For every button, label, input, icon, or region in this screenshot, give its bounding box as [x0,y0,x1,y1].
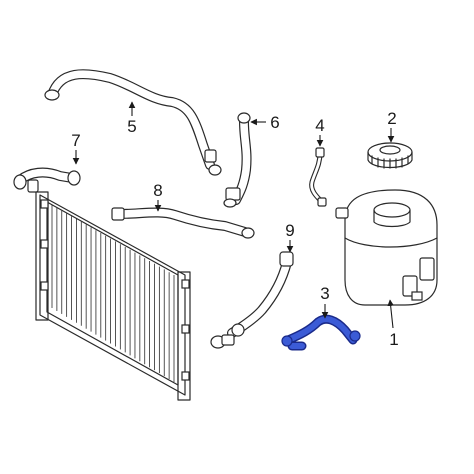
svg-text:1: 1 [389,330,398,349]
expansion-tank[interactable] [335,189,438,306]
callout-9: 9 [285,221,295,253]
hose-5[interactable] [44,69,222,176]
hose-7[interactable] [13,167,81,193]
callout-2: 2 [387,109,397,143]
radiator-fins [51,205,175,382]
svg-text:4: 4 [315,116,324,135]
radiator[interactable] [35,191,191,401]
hose-9[interactable] [210,251,294,349]
callout-8: 8 [153,181,163,212]
reservoir-cap[interactable] [367,142,413,169]
callout-5: 5 [127,101,137,136]
callout-3: 3 [320,284,330,319]
hose-3-highlighted[interactable] [281,314,361,351]
callout-4: 4 [315,116,325,147]
hose-8[interactable] [111,207,255,239]
svg-text:7: 7 [71,131,80,150]
svg-text:3: 3 [320,284,329,303]
hose-6[interactable] [223,112,252,208]
svg-text:5: 5 [127,117,136,136]
callout-1: 1 [387,299,399,349]
svg-text:8: 8 [153,181,162,200]
callout-7: 7 [71,131,81,165]
svg-text:6: 6 [270,113,279,132]
svg-text:9: 9 [285,221,294,240]
hose-4[interactable] [309,147,327,207]
svg-text:2: 2 [387,109,396,128]
callout-6: 6 [250,113,280,132]
